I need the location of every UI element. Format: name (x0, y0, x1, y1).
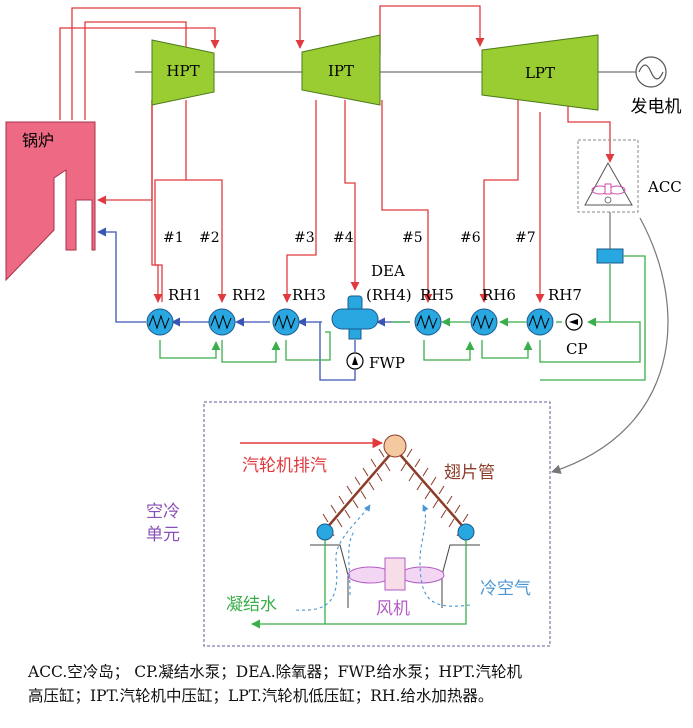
condensate-label: 凝结水 (226, 595, 277, 615)
heater-rh6 (470, 308, 498, 336)
heater-label-rh6: RH6 (482, 286, 516, 304)
heater-rh1 (146, 308, 174, 336)
fan-label: 风机 (376, 599, 410, 619)
heater-rh5 (414, 308, 442, 336)
condensate-header-right (457, 523, 475, 541)
extraction-label-3: #3 (294, 230, 315, 246)
acc-box (577, 139, 639, 213)
heater-label-rh3: RH3 (292, 286, 326, 304)
extraction-label-1: #1 (163, 230, 184, 246)
fwp-label: FWP (369, 354, 405, 372)
condensate-header-left (316, 523, 334, 541)
heater-rh3 (272, 308, 300, 336)
dea-rh4-label: (RH4) (366, 286, 412, 304)
fwp-pump-icon (346, 352, 364, 370)
lpt-label: LPT (525, 64, 555, 82)
acc-unit-detail-box (203, 401, 551, 647)
detail-condensate-lines (251, 540, 467, 629)
acc-label: ACC (647, 178, 682, 196)
feedwater-lines (97, 227, 410, 381)
acc-condenser-icon (584, 161, 633, 206)
extraction-label-5: #5 (402, 230, 423, 246)
ipt-label: IPT (328, 62, 354, 80)
dea-label: DEA (371, 262, 405, 280)
heater-label-rh5: RH5 (420, 286, 454, 304)
caption-line-2: 高压缸；IPT.汽轮机中压缸；LPT.汽轮机低压缸；RH.给水加热器。 (28, 687, 494, 705)
heater-label-rh7: RH7 (548, 286, 582, 304)
boiler-label: 锅炉 (22, 131, 54, 150)
hpt-turbine (151, 39, 215, 106)
fin-ticks (322, 448, 469, 537)
exhaust-label: 汽轮机排汽 (242, 456, 327, 476)
figure-caption: ACC.空冷岛； CP.凝结水泵；DEA.除氧器；FWP.给水泵；HPT.汽轮机… (28, 660, 688, 708)
generator-icon (635, 56, 667, 88)
steam-lines (59, 5, 615, 449)
unit-label-line2: 单元 (146, 525, 180, 545)
deaerator (331, 295, 379, 340)
heater-rh2 (208, 308, 236, 336)
unit-label-line1: 空冷 (146, 502, 180, 522)
detail-link-arrow (551, 217, 669, 474)
caption-line-1: ACC.空冷岛； CP.凝结水泵；DEA.除氧器；FWP.给水泵；HPT.汽轮机 (28, 663, 522, 681)
steam-header (383, 434, 407, 458)
heater-rh7 (526, 308, 554, 336)
heater-label-rh2: RH2 (232, 286, 266, 304)
hpt-label: HPT (166, 62, 199, 80)
extraction-label-2: #2 (199, 230, 220, 246)
cold-air-flow (295, 504, 471, 611)
condensate-lines (159, 255, 646, 381)
generator-label: 发电机 (631, 97, 682, 117)
ipt-turbine (301, 34, 381, 106)
boiler (5, 121, 96, 282)
extraction-label-6: #6 (460, 230, 481, 246)
fan-icon (347, 557, 445, 591)
cp-pump-icon (565, 313, 583, 331)
fin-tubes (324, 449, 467, 531)
condensate-tank (596, 248, 624, 264)
heater-label-rh1: RH1 (168, 286, 202, 304)
lpt-turbine (481, 34, 599, 111)
extraction-label-7: #7 (515, 230, 536, 246)
cp-label: CP (566, 340, 588, 358)
cold-air-label: 冷空气 (480, 579, 531, 599)
extraction-label-4: #4 (333, 230, 354, 246)
fin-tube-label: 翅片管 (444, 463, 495, 483)
extraction-labels: #1 #2 #3 #4 #5 #6 #7 (163, 230, 536, 246)
